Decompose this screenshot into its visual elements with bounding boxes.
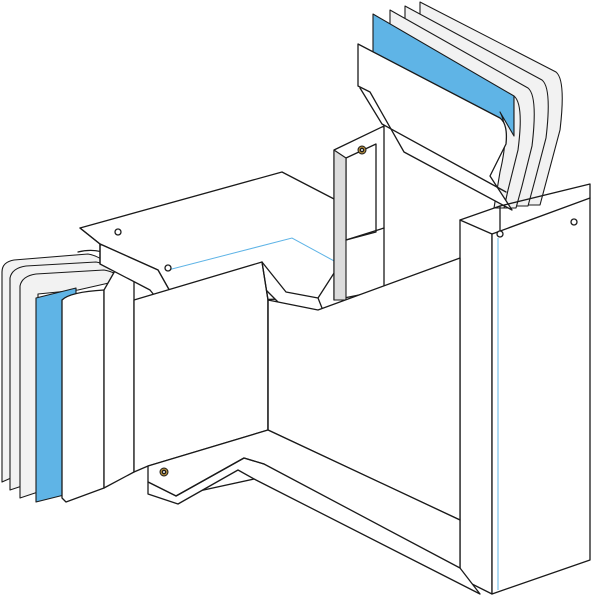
top-cover-hole-left: [114, 228, 122, 236]
top-busbar-stack: [357, 1, 563, 211]
bracket-screw-hole: [359, 147, 365, 153]
top-housing-front-face: [357, 43, 513, 211]
bracket-side-strip: [333, 149, 347, 301]
bracket-inner-plate: [345, 143, 377, 241]
tee-joint-bracket: [333, 125, 385, 301]
top-cover-fold-line: [79, 227, 101, 265]
bottom-tray-screw-hole: [161, 469, 167, 475]
top-housing-fold-line: [359, 87, 507, 193]
left-housing-side-panel: [103, 257, 135, 489]
bottom-tray-inner-edge: [175, 457, 265, 497]
left-busbar-plate-2: [19, 269, 123, 499]
top-cover-blue-seam: [167, 237, 337, 271]
top-cover-hole-front: [164, 264, 172, 272]
left-busbar-stack: [1, 249, 135, 503]
tee-right-housing: [459, 183, 591, 595]
right-housing-front-panel: [459, 219, 493, 595]
tee-bottom-tray: [147, 429, 481, 595]
right-housing-outer-panel: [491, 197, 591, 595]
right-housing-top-lip: [459, 183, 591, 221]
inner-corner-edge: [261, 261, 269, 431]
right-housing-hole-left: [496, 230, 504, 238]
left-housing-front-face: [61, 289, 105, 503]
tee-inner-walls: [133, 257, 461, 521]
right-housing-hole-right: [570, 218, 578, 226]
bracket-slot-line: [345, 227, 385, 241]
